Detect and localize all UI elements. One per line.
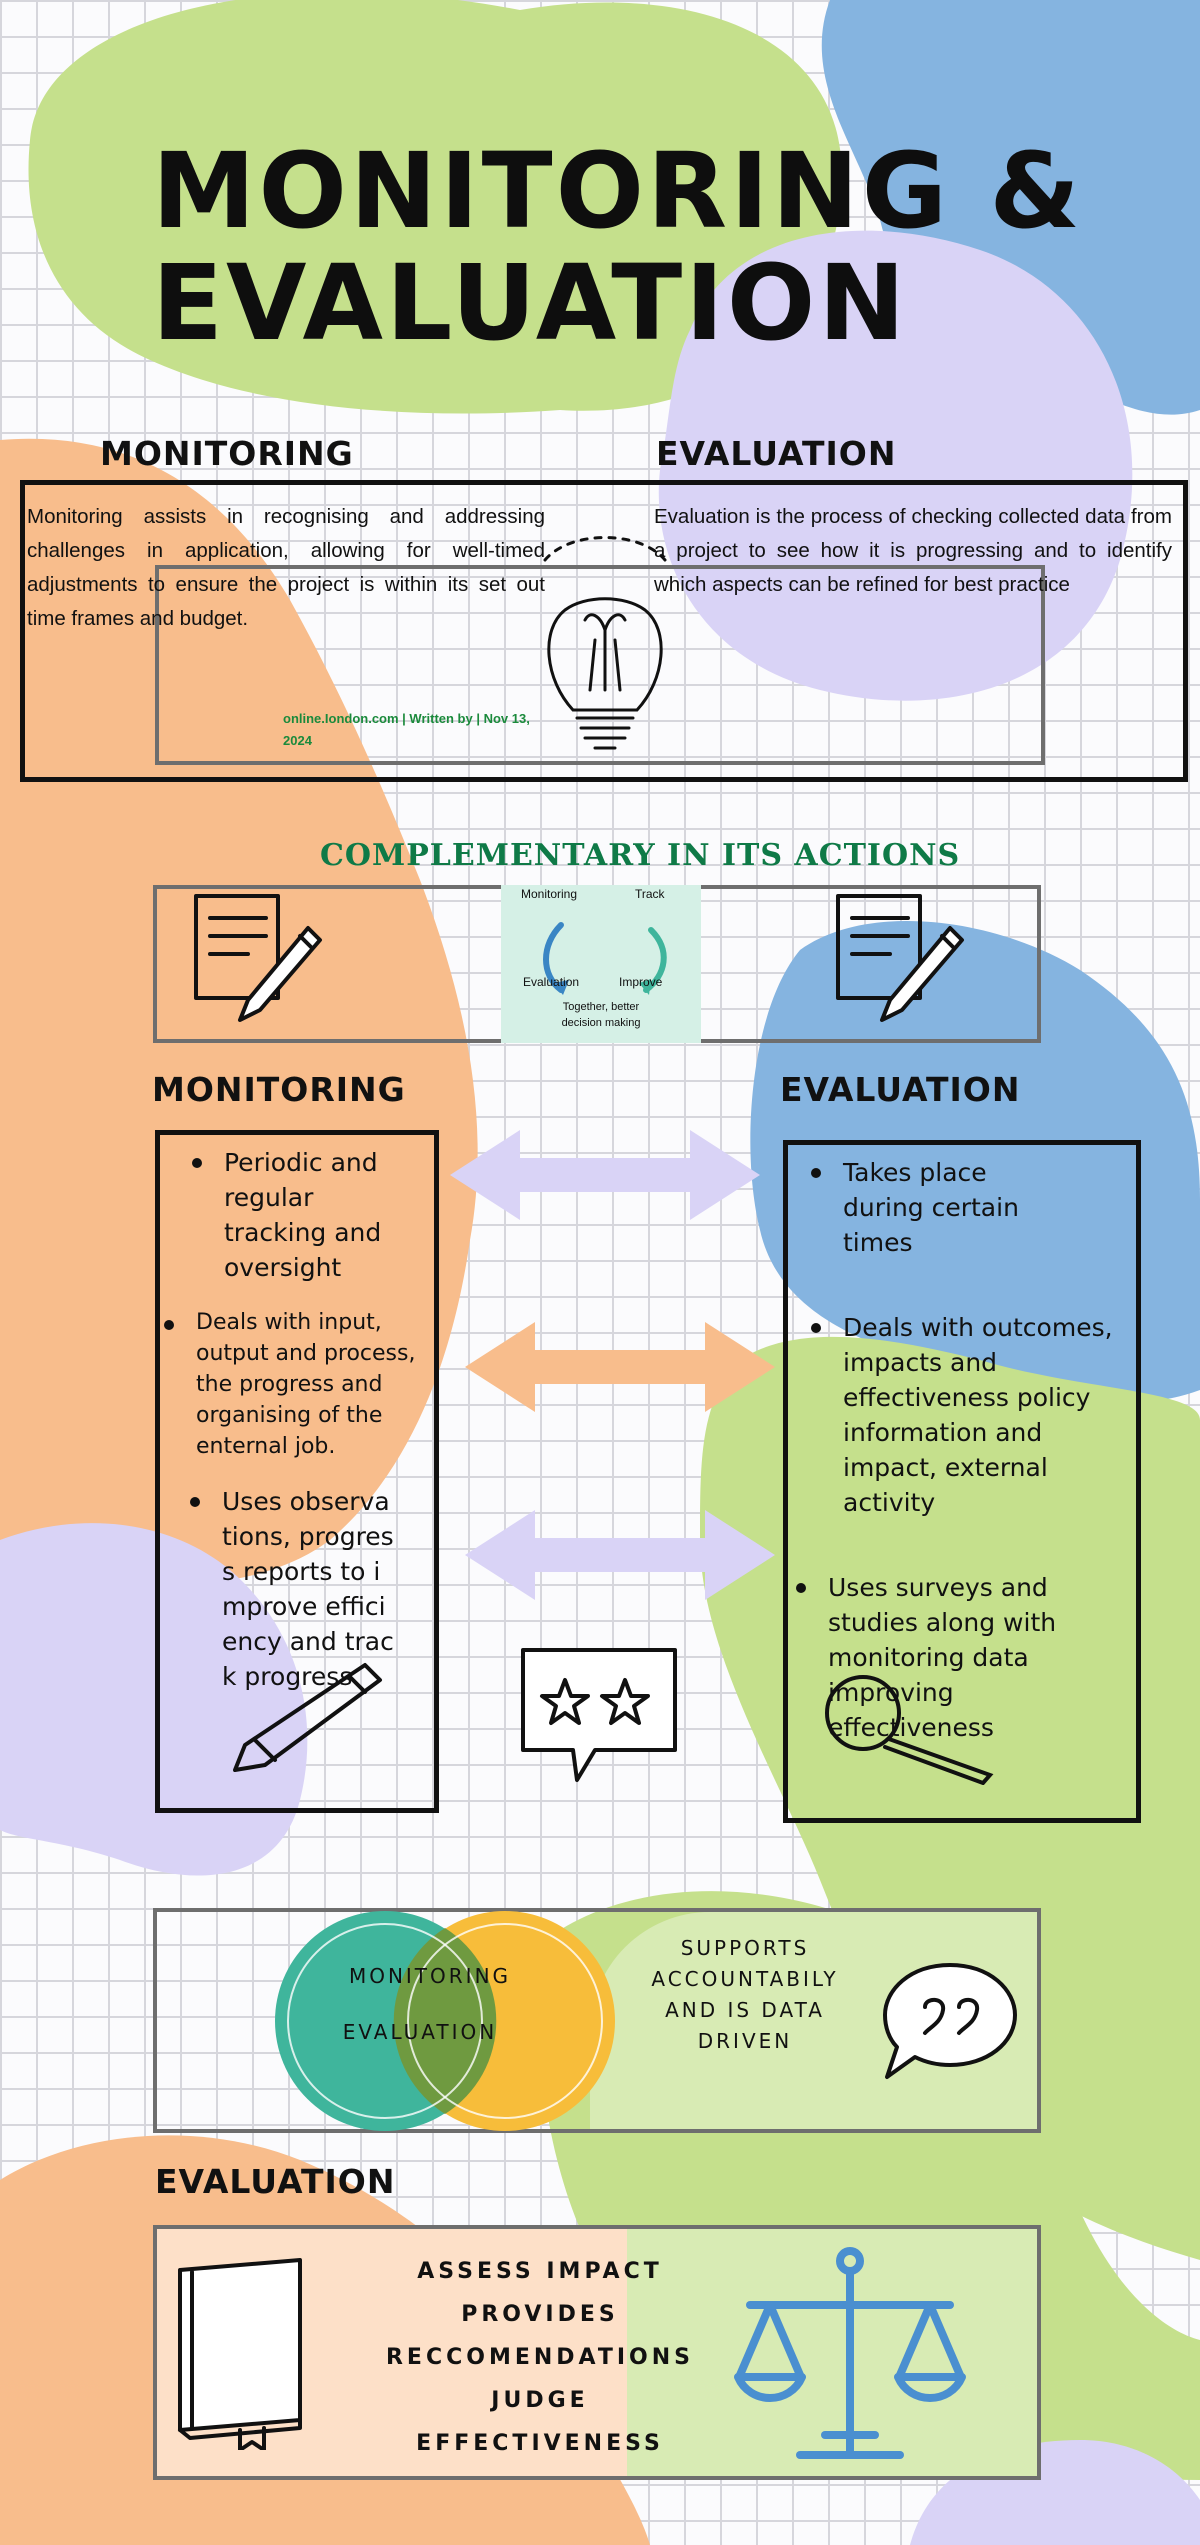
pencil-sketch-icon — [233, 1663, 382, 1772]
evaluation-frame — [153, 2225, 1041, 2480]
evaluation-item: PROVIDES — [461, 2302, 619, 2327]
lavender-blob-left — [0, 1523, 308, 1876]
monitoring-definition: Monitoring assists in recognising and ad… — [27, 505, 545, 630]
source-citation-line1: online.Iondon.com | Written by — [283, 711, 477, 726]
definitions-box — [20, 480, 1188, 782]
source-citation-date: | Nov 13, — [476, 711, 530, 726]
evaluation-item: ASSESS IMPACT — [417, 2259, 663, 2284]
magnifying-glass-icon — [825, 1675, 994, 1785]
evaluation-item: RECCOMENDATIONS — [385, 2345, 695, 2370]
definitions-inner-frame — [155, 565, 1045, 765]
double-arrow-orange — [465, 1322, 775, 1412]
star-rating-bubble-icon — [521, 1648, 677, 1782]
balance-scale-icon — [734, 2247, 966, 2459]
complementary-heading: COMPLEMENTARY IN ITS ACTIONS — [320, 838, 961, 873]
cycle-caption-1: Together, better — [562, 1001, 640, 1013]
venn-frame — [153, 1908, 1041, 2133]
blue-blob-top — [821, 0, 1200, 415]
cycle-label-improve: Improve — [619, 975, 663, 989]
cycle-caption-2: decision making — [561, 1017, 641, 1029]
evaluation-point: Uses surveys and studies along with moni… — [796, 1570, 1098, 1745]
cycle-label-track: Track — [635, 887, 665, 901]
evaluation-points-box — [783, 1140, 1141, 1823]
venn-label-evaluation: EVALUATION — [342, 2020, 498, 2044]
source-citation: online.Iondon.com | Written by | Nov 13,… — [283, 708, 743, 752]
monitoring-point: Periodic and regular tracking and oversi… — [192, 1145, 414, 1285]
monitoring-points-list: Periodic and regular tracking and oversi… — [164, 1145, 428, 1694]
green-blob-top — [28, 0, 842, 414]
evaluation-definition: Evaluation is the process of checking co… — [654, 505, 1172, 596]
evaluation-heading-top: EVALUATION — [656, 434, 897, 473]
evaluation-heading-compare: EVALUATION — [780, 1070, 1021, 1109]
evaluation-item: EFFECTIVENESS — [416, 2431, 664, 2456]
quote-bubble-icon — [883, 1963, 1017, 2079]
lavender-blob-right — [658, 230, 1133, 701]
monitoring-heading-top: MONITORING — [100, 434, 354, 473]
double-arrow-lavender-2 — [465, 1510, 775, 1600]
notepad-pencil-icon — [194, 894, 322, 1022]
evaluation-heading-bottom: EVALUATION — [155, 2162, 396, 2201]
lightbulb-icon — [543, 536, 667, 750]
evaluation-point: Takes place during certain times — [811, 1155, 1043, 1260]
monitoring-point: Deals with input, output and process, th… — [164, 1307, 428, 1462]
page-title: Monitoring & Evaluation — [152, 130, 1084, 364]
source-citation-year: 2024 — [283, 733, 312, 748]
evaluation-points-list: Takes place during certain times Deals w… — [796, 1155, 1123, 1745]
orange-blob-left — [0, 438, 478, 1586]
supports-text: SUPPORTS ACCOUNTABILY AND IS DATA DRIVEN — [651, 1936, 839, 2053]
monitoring-heading-compare: MONITORING — [152, 1070, 406, 1109]
monitoring-points-box — [155, 1130, 439, 1813]
venn-label-monitoring: MONITORING — [348, 1964, 512, 1988]
evaluation-items-list: ASSESS IMPACT PROVIDES RECCOMENDATIONS J… — [350, 2250, 730, 2465]
cycle-diagram: Monitoring Track Evaluation Improve Toge… — [501, 885, 701, 1043]
cycle-label-monitoring: Monitoring — [521, 887, 578, 901]
double-arrow-lavender — [450, 1130, 760, 1220]
book-icon — [178, 2258, 302, 2450]
venn-diagram — [275, 1911, 615, 2131]
cycle-label-evaluation: Evaluation — [523, 975, 580, 989]
evaluation-item: JUDGE — [491, 2388, 589, 2413]
evaluation-point: Deals with outcomes, impacts and effecti… — [811, 1310, 1123, 1520]
notepad-pencil-icon-right — [836, 894, 964, 1022]
green-blob-mid — [700, 1336, 1200, 2260]
